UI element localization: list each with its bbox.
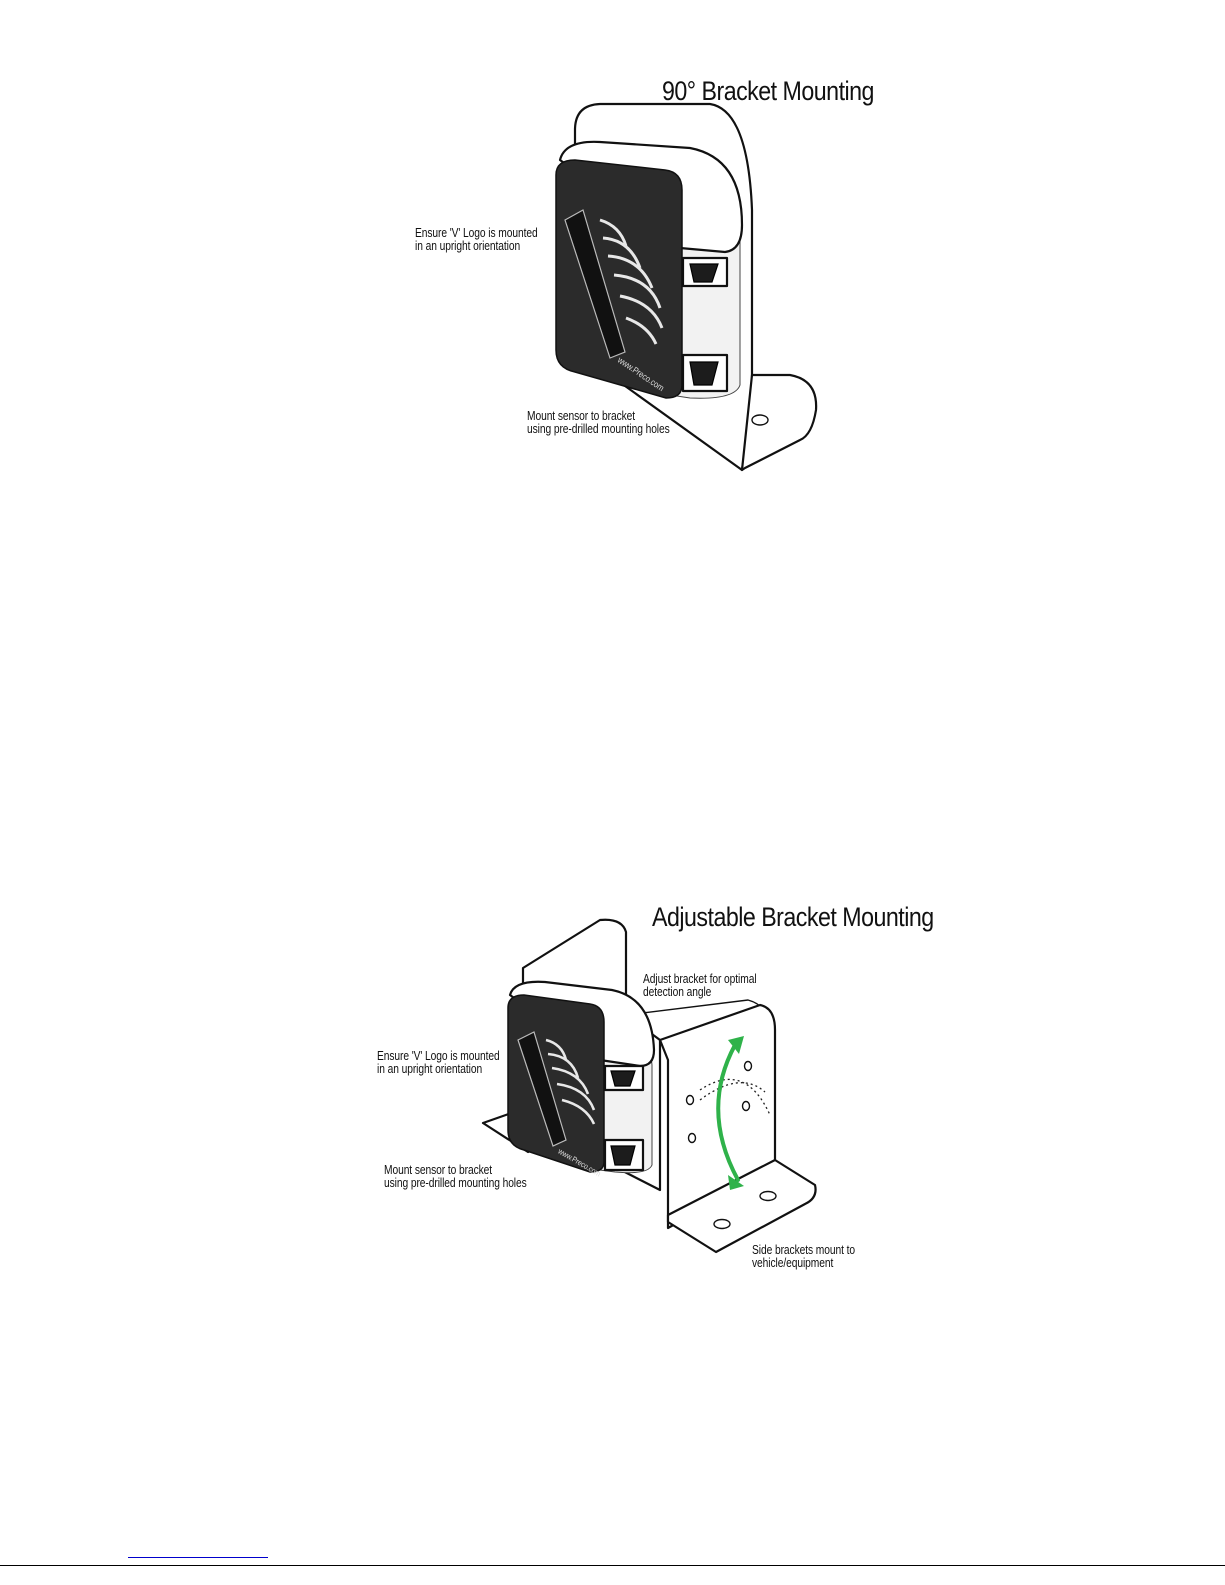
base-hole (751, 414, 769, 426)
note-line: detection angle (643, 985, 712, 999)
note-line: Adjust bracket for optimal (643, 972, 757, 986)
bracket-90-illustration (555, 102, 818, 472)
note-line: in an upright orientation (415, 239, 521, 253)
adjust-slot-dotted (699, 1078, 771, 1116)
sensor-front-face (507, 994, 605, 1173)
note-line: Mount sensor to bracket (527, 409, 636, 423)
v-logo-icon (564, 209, 626, 359)
note-line: in an upright orientation (377, 1062, 483, 1076)
plate-hole (685, 1094, 695, 1106)
foot-hole (713, 1218, 731, 1230)
figure-title: 90° Bracket Mounting (662, 76, 874, 106)
plate-hole (687, 1132, 697, 1144)
note-line: vehicle/equipment (752, 1256, 834, 1270)
note-line: Mount sensor to bracket (384, 1163, 493, 1177)
note-mount-sensor: Mount sensor to bracket using pre-drille… (527, 410, 670, 436)
signal-arcs-icon (599, 218, 664, 345)
rotation-arrow-icon (716, 1043, 740, 1182)
note-line: Side brackets mount to (752, 1243, 856, 1257)
plate-hole (741, 1100, 751, 1112)
foot-hole (759, 1190, 777, 1202)
note-line: using pre-drilled mounting holes (527, 422, 670, 436)
note-logo-orientation: Ensure 'V' Logo is mounted in an upright… (377, 1050, 500, 1076)
footer-link-underline[interactable] (128, 1557, 268, 1558)
note-line: Ensure 'V' Logo is mounted (377, 1049, 500, 1063)
bracket-base-foot (740, 373, 818, 472)
plate-hole (743, 1060, 753, 1072)
signal-arcs-icon (545, 1038, 596, 1125)
figure-90-bracket: 90° Bracket Mounting www.Preco.com (0, 0, 1225, 500)
v-logo-icon (517, 1031, 567, 1147)
figure-title: Adjustable Bracket Mounting (652, 902, 934, 932)
footer-divider (0, 1565, 1225, 1566)
note-side-brackets: Side brackets mount to vehicle/equipment (752, 1244, 855, 1270)
side-bracket-foot (666, 1158, 817, 1254)
adjust-slot-dotted (699, 1082, 766, 1101)
note-adjust-bracket: Adjust bracket for optimal detection ang… (643, 973, 757, 999)
bracket-adjustable-illustration (481, 918, 817, 1254)
note-mount-sensor: Mount sensor to bracket using pre-drille… (384, 1164, 527, 1190)
note-line: Ensure 'V' Logo is mounted (415, 226, 538, 240)
note-logo-orientation: Ensure 'V' Logo is mounted in an upright… (415, 227, 538, 253)
figure-adjustable-bracket: Adjustable Bracket Mounting (377, 902, 934, 1270)
note-line: using pre-drilled mounting holes (384, 1176, 527, 1190)
